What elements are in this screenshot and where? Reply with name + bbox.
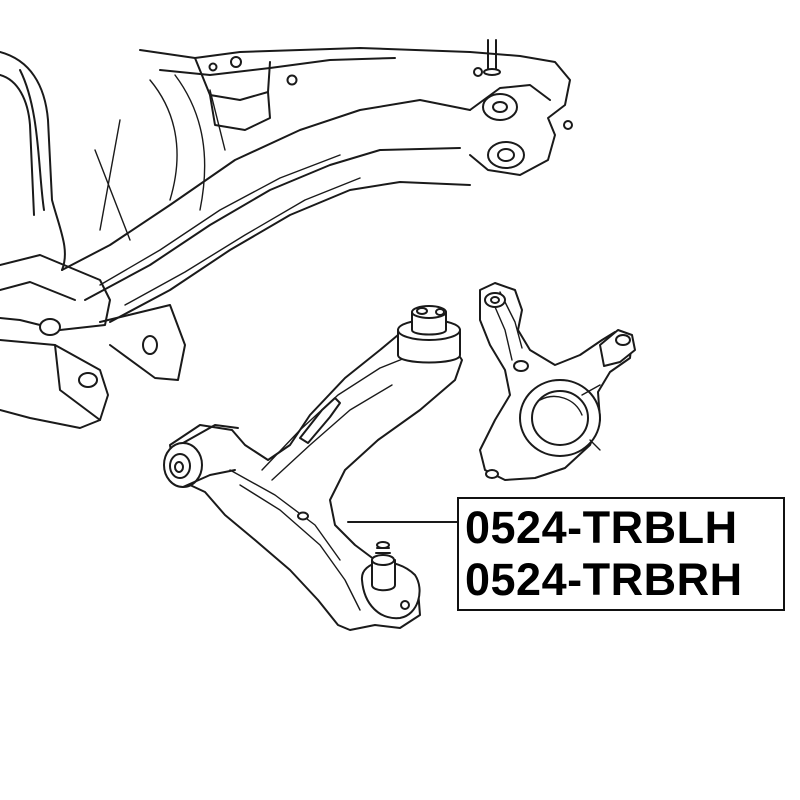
part-number-label-box: 0524-TRBLH 0524-TRBRH bbox=[457, 497, 785, 611]
part-number-right: 0524-TRBRH bbox=[465, 554, 743, 605]
steering-knuckle bbox=[479, 282, 636, 481]
lower-control-arm bbox=[163, 305, 463, 631]
part-number-left: 0524-TRBLH bbox=[465, 502, 738, 553]
subframe-crossmember bbox=[0, 39, 573, 429]
